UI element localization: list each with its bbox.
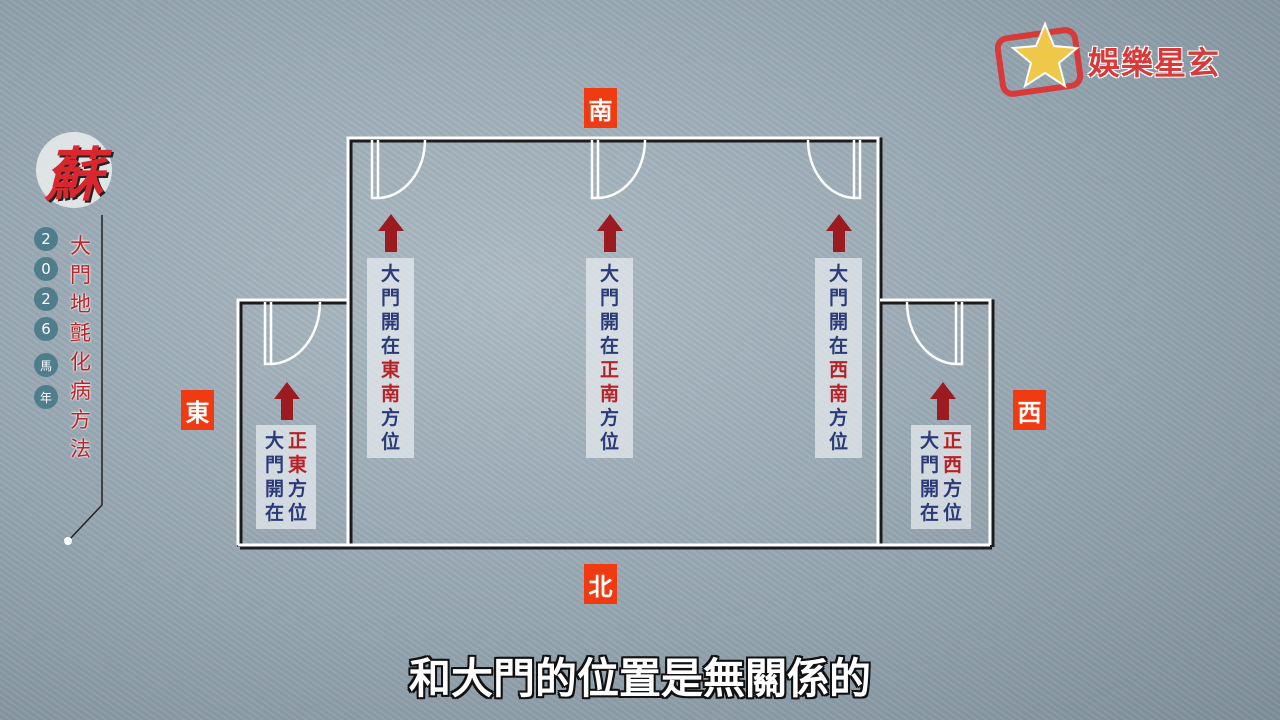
char: 門 [70, 263, 91, 287]
label-east: 正東方位 大門開在 [256, 425, 316, 529]
doors [263, 139, 964, 366]
arrow-up-icon [274, 382, 300, 420]
char: 東 [380, 359, 400, 381]
char: 開 [919, 478, 939, 500]
char: 南 [828, 383, 848, 405]
char: 門 [828, 287, 848, 309]
char: 東 [288, 454, 308, 476]
label-southwest: 大門開在 西南 方位 [815, 258, 862, 458]
char: 在 [919, 502, 939, 524]
char: 開 [264, 478, 284, 500]
char: 門 [599, 287, 619, 309]
char: 方 [599, 407, 619, 429]
sidebar-line [64, 215, 103, 545]
char: 開 [828, 311, 848, 333]
char: 門 [264, 454, 284, 476]
char: 西 [943, 454, 963, 476]
brand-name: 娛樂星玄 [1088, 44, 1221, 82]
year-badge: 年 [34, 385, 58, 409]
char: 正 [943, 430, 963, 452]
direction-north: 北 [584, 564, 617, 604]
char: 大 [264, 430, 284, 452]
char: 法 [70, 437, 91, 461]
arrow-up-icon [930, 382, 956, 420]
char: 開 [599, 311, 619, 333]
walls [236, 136, 992, 547]
char: 門 [919, 454, 939, 476]
char: 南 [380, 383, 400, 405]
char: 位 [288, 502, 308, 524]
series-title: 大門地氈化病方法 [70, 232, 91, 464]
char: 在 [828, 335, 848, 357]
arrow-up-icon [597, 214, 623, 252]
char: 開 [380, 311, 400, 333]
char: 大 [380, 263, 400, 285]
char: 化 [70, 350, 91, 374]
char: 位 [380, 431, 400, 453]
char: 在 [264, 502, 284, 524]
logo-char: 蘇 [44, 141, 103, 209]
arrow-up-icon [378, 214, 404, 252]
char: 南 [599, 383, 619, 405]
char: 位 [828, 431, 848, 453]
year-badge: 0 [34, 257, 58, 281]
direction-east: 東 [181, 390, 214, 430]
char: 西 [828, 359, 848, 381]
char: 大 [828, 263, 848, 285]
char: 大 [919, 430, 939, 452]
year-badge: 2 [34, 227, 58, 251]
char: 正 [288, 430, 308, 452]
char: 方 [828, 407, 848, 429]
subtitle: 和大門的位置是無關係的 [408, 654, 871, 703]
year-badge: 6 [34, 317, 58, 341]
char: 位 [943, 502, 963, 524]
char: 方 [288, 478, 308, 500]
char: 方 [943, 478, 963, 500]
direction-south: 南 [584, 88, 617, 128]
char: 正 [599, 359, 619, 381]
channel-logo: 蘇 [36, 132, 112, 209]
char: 病 [70, 379, 91, 403]
year-badge: 2 [34, 287, 58, 311]
direction-west: 西 [1013, 390, 1046, 430]
star-logo-icon [995, 21, 1084, 97]
char: 氈 [70, 321, 91, 345]
arrow-up-icon [826, 214, 852, 252]
char: 位 [599, 431, 619, 453]
char: 門 [380, 287, 400, 309]
char: 大 [599, 263, 619, 285]
char: 在 [599, 335, 619, 357]
char: 在 [380, 335, 400, 357]
char: 方 [380, 407, 400, 429]
year-badge: 馬 [34, 353, 58, 377]
label-southeast: 大門開在 東南 方位 [367, 258, 414, 458]
char: 方 [70, 408, 91, 432]
char: 地 [70, 292, 91, 316]
label-west: 正西方位 大門開在 [911, 425, 971, 529]
label-south: 大門開在 正南 方位 [586, 258, 633, 458]
char: 大 [70, 234, 91, 258]
